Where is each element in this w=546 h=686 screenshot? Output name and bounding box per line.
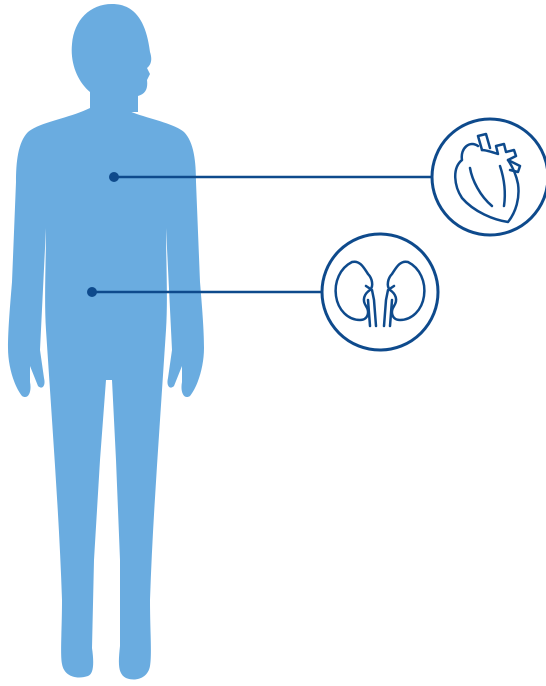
heart-anchor-dot: [109, 172, 119, 182]
kidney-callout-circle: [322, 234, 438, 350]
kidney-callout: [322, 234, 438, 350]
torso-and-limbs: [8, 108, 204, 680]
body-silhouette: [8, 4, 204, 680]
heart-callout: [432, 119, 546, 235]
kidney-anchor-dot: [87, 287, 97, 297]
head: [72, 4, 152, 112]
